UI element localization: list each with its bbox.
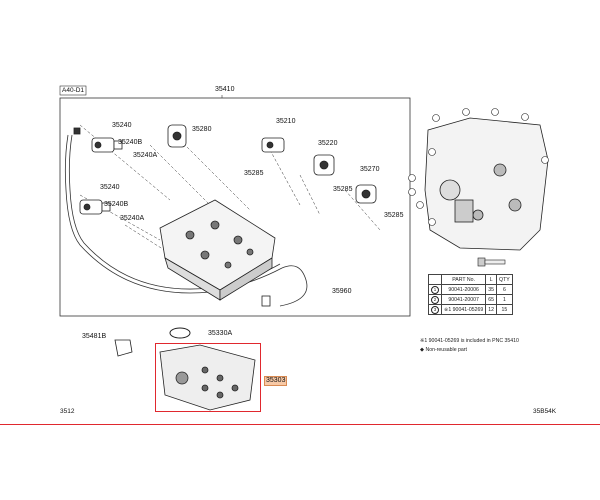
length-cell: 12 xyxy=(485,304,498,315)
label-35285-a[interactable]: 35285 xyxy=(244,170,264,177)
table-row: 2 90041-20007 65 1 xyxy=(428,294,513,305)
label-35285-b[interactable]: 35285 xyxy=(333,186,353,193)
label-35240a-top[interactable]: 35240A xyxy=(133,152,158,159)
col-qty: QTY xyxy=(496,274,513,285)
col-length: L xyxy=(485,274,498,285)
transmission-side-view xyxy=(424,117,549,251)
valve-body xyxy=(159,199,276,301)
part-no-cell[interactable]: ※1 90041-05269 xyxy=(440,304,487,315)
diamond-icon: ◆ xyxy=(420,347,424,353)
label-35220[interactable]: 35220 xyxy=(318,140,338,147)
bottom-red-divider xyxy=(0,424,600,426)
gasket-35330a xyxy=(169,327,191,339)
model-code: A40-D1 xyxy=(62,87,85,94)
assembly-frame xyxy=(59,97,411,317)
solenoid-35240-top xyxy=(73,127,123,153)
qty-cell: 1 xyxy=(496,294,513,305)
qty-cell: 6 xyxy=(496,284,513,295)
qty-cell: 15 xyxy=(496,304,513,315)
length-cell: 35 xyxy=(485,284,498,295)
label-35280[interactable]: 35280 xyxy=(192,126,212,133)
solenoid-35240-bottom xyxy=(79,199,111,215)
connector-35960 xyxy=(261,295,271,307)
row-number-badge: 1 xyxy=(431,285,439,294)
row-number-badge: 3 xyxy=(431,305,439,314)
solenoid-35280 xyxy=(167,124,187,148)
label-35303[interactable]: 35303 xyxy=(264,376,288,386)
length-cell: 65 xyxy=(485,294,498,305)
label-35285-c[interactable]: 35285 xyxy=(384,212,404,219)
part-no-cell[interactable]: 90041-20007 xyxy=(440,294,487,305)
solenoid-35270 xyxy=(355,184,377,204)
bolt-icon xyxy=(477,257,506,267)
footer-right-code: 35B54K xyxy=(533,408,557,415)
label-35240b-bottom[interactable]: 35240B xyxy=(104,201,129,208)
table-row: 1 90041-20006 35 6 xyxy=(428,284,513,295)
oil-strainer xyxy=(159,344,256,411)
label-35240a-bottom[interactable]: 35240A xyxy=(120,215,145,222)
row-number-badge: 2 xyxy=(431,295,439,304)
bolt-callouts xyxy=(408,108,549,226)
highlight-box xyxy=(155,343,261,412)
label-35270[interactable]: 35270 xyxy=(360,166,380,173)
table-row: 3 ※1 90041-05269 12 15 xyxy=(428,304,513,315)
solenoid-35220 xyxy=(313,154,335,176)
model-tag-box xyxy=(59,85,87,96)
label-35240-bottom[interactable]: 35240 xyxy=(100,184,120,191)
label-35410[interactable]: 35410 xyxy=(215,86,235,93)
solenoid-35210 xyxy=(261,137,285,153)
label-35481b[interactable]: 35481B xyxy=(82,333,107,340)
label-35330a[interactable]: 35330A xyxy=(208,330,233,337)
label-35240b-top[interactable]: 35240B xyxy=(118,139,143,146)
note-non-reusable: ◆ Non-reusable part xyxy=(420,347,467,353)
footer-left-code: 3512 xyxy=(60,408,75,415)
dashed-guides xyxy=(79,124,381,261)
note-included: ※1 90041-05269 is included in PNC 35410 xyxy=(420,338,519,344)
parts-table-header: PART No. L QTY xyxy=(428,274,513,285)
label-35240-top[interactable]: 35240 xyxy=(112,122,132,129)
clip-35481b xyxy=(114,339,133,357)
parts-table: PART No. L QTY 1 90041-20006 35 6 2 9004… xyxy=(428,274,513,315)
part-no-cell[interactable]: 90041-20006 xyxy=(440,284,487,295)
label-35210[interactable]: 35210 xyxy=(276,118,296,125)
label-35960[interactable]: 35960 xyxy=(332,288,352,295)
col-part-no: PART No. xyxy=(440,274,487,285)
